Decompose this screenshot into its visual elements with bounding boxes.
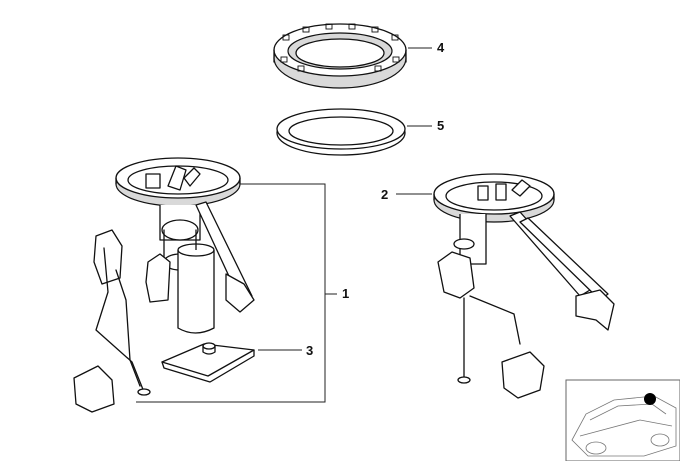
- leader-1: [136, 183, 326, 403]
- callout-1: 1: [342, 286, 349, 301]
- callout-5: 5: [437, 118, 444, 133]
- part-5-gasket[interactable]: [276, 108, 406, 156]
- callout-2: 2: [381, 187, 388, 202]
- car-location-thumbnail: [565, 379, 680, 461]
- callout-4: 4: [437, 40, 445, 55]
- car-location-icon: [571, 393, 677, 457]
- part-2-level-sensor[interactable]: [433, 173, 615, 399]
- callout-3: 3: [306, 343, 313, 358]
- location-marker: [644, 393, 656, 405]
- part-1-fuel-pump-assembly[interactable]: [73, 157, 255, 413]
- part-3-filter[interactable]: [161, 342, 255, 383]
- part-4-lock-ring[interactable]: [273, 23, 407, 89]
